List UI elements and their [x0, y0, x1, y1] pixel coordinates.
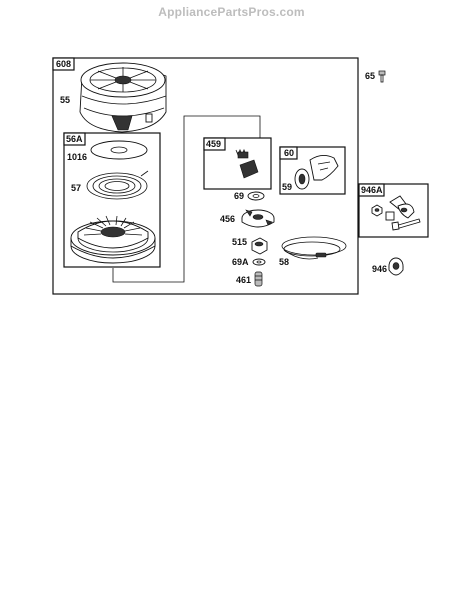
pawl-plate-456[interactable] — [241, 209, 275, 228]
assembly-tag-56a — [63, 132, 86, 146]
assembly-tag-459 — [203, 137, 226, 151]
label-57: 57 — [71, 183, 81, 193]
assembly-tag-60 — [279, 146, 298, 160]
watermark-text: AppliancePartsPros.com — [158, 5, 305, 19]
starter-pulley[interactable] — [70, 215, 156, 264]
assembly-tag-946a — [358, 183, 385, 197]
label-56a: 56A — [66, 134, 83, 144]
label-58: 58 — [279, 257, 289, 267]
screw-461[interactable] — [254, 271, 263, 287]
label-65: 65 — [365, 71, 375, 81]
label-459: 459 — [206, 139, 221, 149]
handle-insert-59[interactable] — [294, 168, 310, 190]
label-1016: 1016 — [67, 152, 87, 162]
label-515: 515 — [232, 237, 247, 247]
label-608: 608 — [56, 59, 71, 69]
label-59: 59 — [282, 182, 292, 192]
bushing-515[interactable] — [251, 237, 268, 255]
label-60: 60 — [284, 148, 294, 158]
assembly-frame-60 — [279, 146, 346, 195]
label-946: 946 — [372, 264, 387, 274]
label-69a: 69A — [232, 257, 249, 267]
starter-housing[interactable] — [79, 62, 167, 133]
label-461: 461 — [236, 275, 251, 285]
assembly-frame-946a — [358, 183, 429, 238]
washer-69a[interactable] — [252, 258, 266, 266]
washer-1016[interactable] — [90, 140, 148, 160]
starter-handle[interactable] — [309, 155, 339, 181]
connector-line-main — [112, 115, 261, 283]
bolt-kit-parts[interactable] — [371, 195, 421, 231]
assembly-frame-459 — [203, 137, 272, 190]
label-69: 69 — [234, 191, 244, 201]
assembly-tag-608 — [52, 57, 75, 71]
assembly-frame-56a — [63, 132, 161, 268]
starter-rope-58[interactable] — [281, 236, 347, 260]
pawl[interactable] — [239, 159, 259, 179]
pawl-spring[interactable] — [235, 148, 249, 159]
label-946a: 946A — [361, 185, 383, 195]
assembly-frame-608 — [52, 57, 359, 295]
label-55: 55 — [60, 95, 70, 105]
washer-69[interactable] — [247, 191, 265, 201]
recoil-spring-57[interactable] — [86, 170, 149, 200]
label-456: 456 — [220, 214, 235, 224]
screw-65[interactable] — [378, 70, 386, 83]
washer-946[interactable] — [388, 257, 404, 276]
